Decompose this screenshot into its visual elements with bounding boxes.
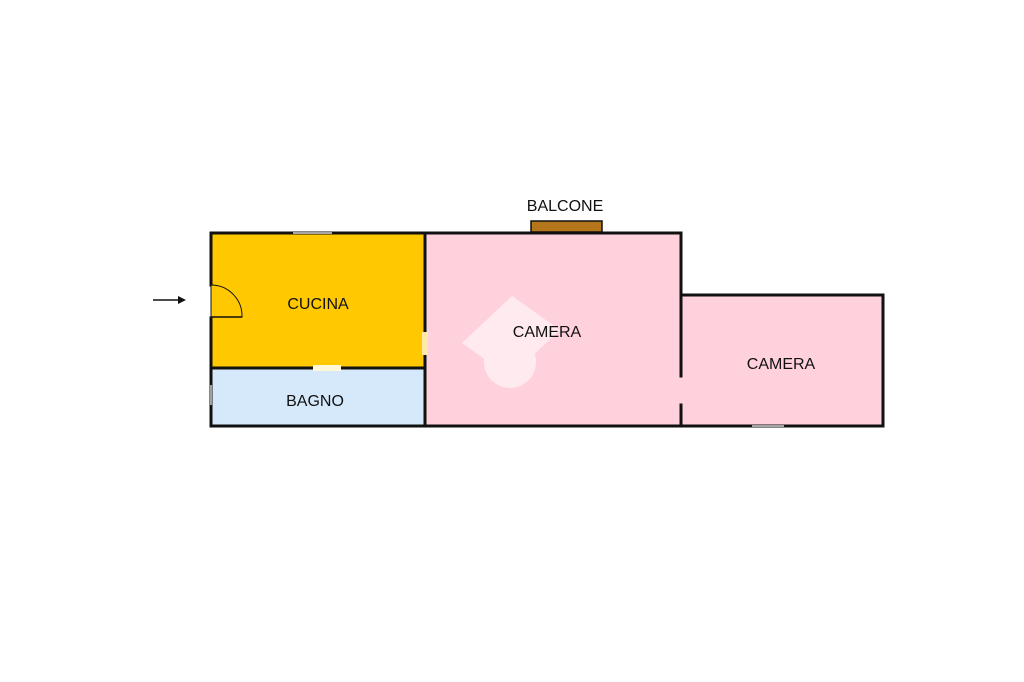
room-label-cucina: CUCINA	[287, 296, 349, 313]
entrance-door-icon	[210, 284, 243, 318]
room-bagno	[211, 368, 425, 426]
balcony	[530, 220, 603, 233]
door-cucina-bagno	[313, 365, 341, 371]
windows	[210, 232, 784, 427]
room-cucina	[211, 233, 425, 368]
room-camera-2	[681, 295, 883, 426]
watermark-logo-icon	[462, 296, 560, 388]
room-label-camera-2: CAMERA	[747, 356, 816, 373]
balcony-label: BALCONE	[527, 198, 603, 215]
room-label-bagno: BAGNO	[286, 393, 344, 410]
walls	[209, 231, 885, 428]
room-label-camera-1: CAMERA	[513, 324, 582, 341]
door-cucina-camera	[422, 332, 428, 355]
entrance-arrow-icon	[153, 296, 186, 304]
